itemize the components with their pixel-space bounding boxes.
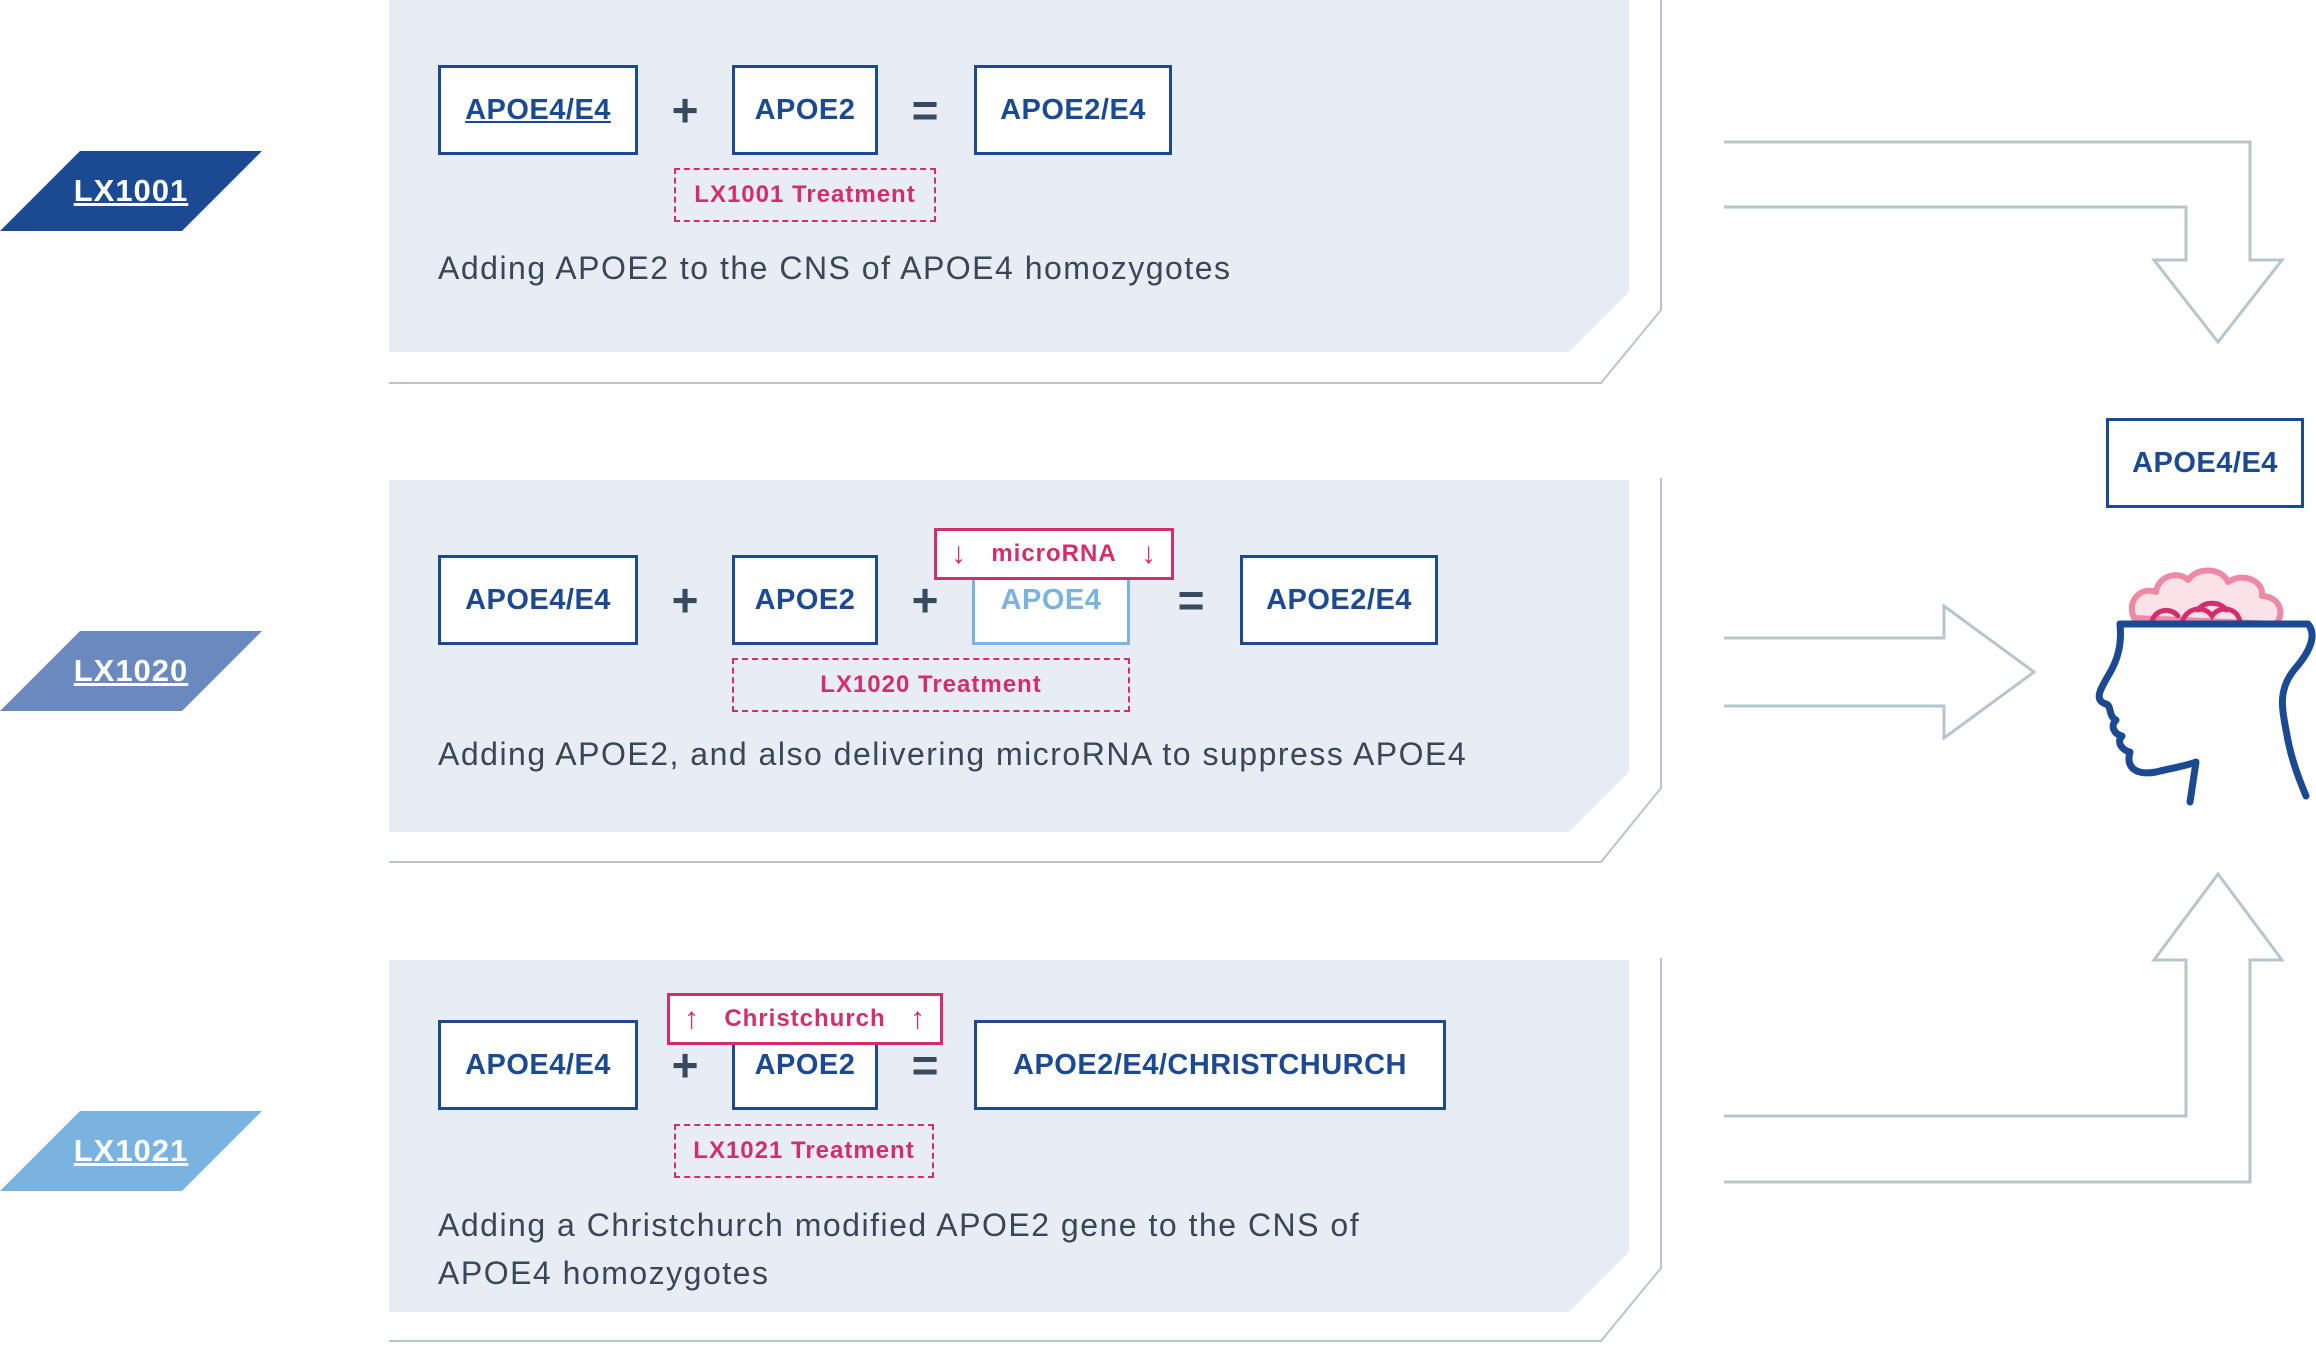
caption-line-1: Adding a Christchurch modified APOE2 gen…: [438, 1207, 1361, 1243]
tag-lx1020[interactable]: LX1020: [0, 631, 262, 711]
tag-lx1020-shape: [0, 631, 262, 711]
flow-arrows: [1724, 140, 2286, 1184]
panel-frame-lx1021: [389, 958, 1662, 1342]
tag-lx1001-label[interactable]: LX1001: [73, 173, 189, 208]
plus-sign: +: [671, 84, 699, 136]
result-box-apoe2-e4: APOE2/E4: [974, 65, 1172, 155]
up-arrow-icon: ↑: [909, 1002, 926, 1035]
down-arrow-icon: ↓: [951, 537, 967, 570]
result-box-apoe2-e4: APOE2/E4: [1240, 555, 1438, 645]
tag-lx1001[interactable]: LX1001: [0, 151, 262, 231]
target-genotype-box: APOE4/E4: [2106, 418, 2304, 508]
result-box-apoe2-e4-christchurch: APOE2/E4/CHRISTCHURCH: [974, 1020, 1446, 1110]
arrow-down-to-head: [1724, 140, 2286, 345]
gene-label: APOE2: [754, 93, 856, 126]
caption-lx1021: Adding a Christchurch modified APOE2 gen…: [438, 1201, 1360, 1297]
christchurch-badge: ↑ Christchurch ↑: [667, 993, 943, 1045]
tag-lx1021-label[interactable]: LX1021: [73, 1133, 189, 1168]
down-arrow-icon: ↓: [1140, 537, 1157, 570]
tag-lx1021-shape: [0, 1111, 262, 1191]
gene-label: APOE2: [754, 583, 856, 616]
gene-box-apoe4-e4: APOE4/E4: [438, 65, 638, 155]
gene-label: APOE4: [1000, 583, 1102, 616]
caption-line-2: APOE4 homozygotes: [438, 1255, 770, 1291]
gene-label: APOE2: [754, 1048, 856, 1081]
gene-box-apoe2: APOE2: [732, 65, 878, 155]
treatment-label-lx1021: LX1021 Treatment: [674, 1124, 934, 1178]
panel-lx1001: [389, 0, 1629, 352]
equals-sign: =: [911, 84, 939, 136]
equals-sign: =: [911, 1039, 939, 1091]
equals-sign: =: [1177, 574, 1205, 626]
gene-box-apoe2: APOE2: [732, 555, 878, 645]
treatment-label-lx1001: LX1001 Treatment: [674, 168, 936, 222]
caption-lx1020: Adding APOE2, and also delivering microR…: [438, 736, 1468, 772]
christchurch-label: Christchurch: [724, 1005, 886, 1032]
microrna-label: microRNA: [991, 540, 1117, 567]
treatment-label-lx1020: LX1020 Treatment: [732, 658, 1130, 712]
gene-label: APOE2/E4/CHRISTCHURCH: [1013, 1048, 1407, 1081]
tag-lx1001-shape: [0, 151, 262, 231]
gene-box-apoe4-e4: APOE4/E4: [438, 555, 638, 645]
plus-sign: +: [911, 574, 939, 626]
tag-lx1021[interactable]: LX1021: [0, 1111, 262, 1191]
gene-label: APOE4/E4: [2132, 446, 2278, 479]
arrow-right-to-head: [1724, 603, 2037, 741]
panel-frame-lx1001: [389, 0, 1662, 384]
microrna-badge: ↓ microRNA ↓: [934, 528, 1174, 580]
human-head-brain-icon: [2095, 567, 2316, 806]
panel-frame-lx1020: [389, 478, 1662, 863]
plus-sign: +: [671, 1039, 699, 1091]
gene-label: APOE2/E4: [1000, 93, 1146, 126]
caption-lx1001: Adding APOE2 to the CNS of APOE4 homozyg…: [438, 250, 1232, 286]
tag-lx1020-label[interactable]: LX1020: [73, 653, 189, 688]
gene-box-apoe4-e4: APOE4/E4: [438, 1020, 638, 1110]
arrow-up-to-head: [1724, 871, 2285, 1184]
gene-label: APOE4/E4: [465, 1048, 611, 1081]
up-arrow-icon: ↑: [684, 1002, 700, 1035]
plus-sign: +: [671, 574, 699, 626]
gene-label: APOE2/E4: [1266, 583, 1412, 616]
gene-label[interactable]: APOE4/E4: [465, 93, 611, 126]
panel-lx1021: [389, 960, 1629, 1312]
gene-label: APOE4/E4: [465, 583, 611, 616]
